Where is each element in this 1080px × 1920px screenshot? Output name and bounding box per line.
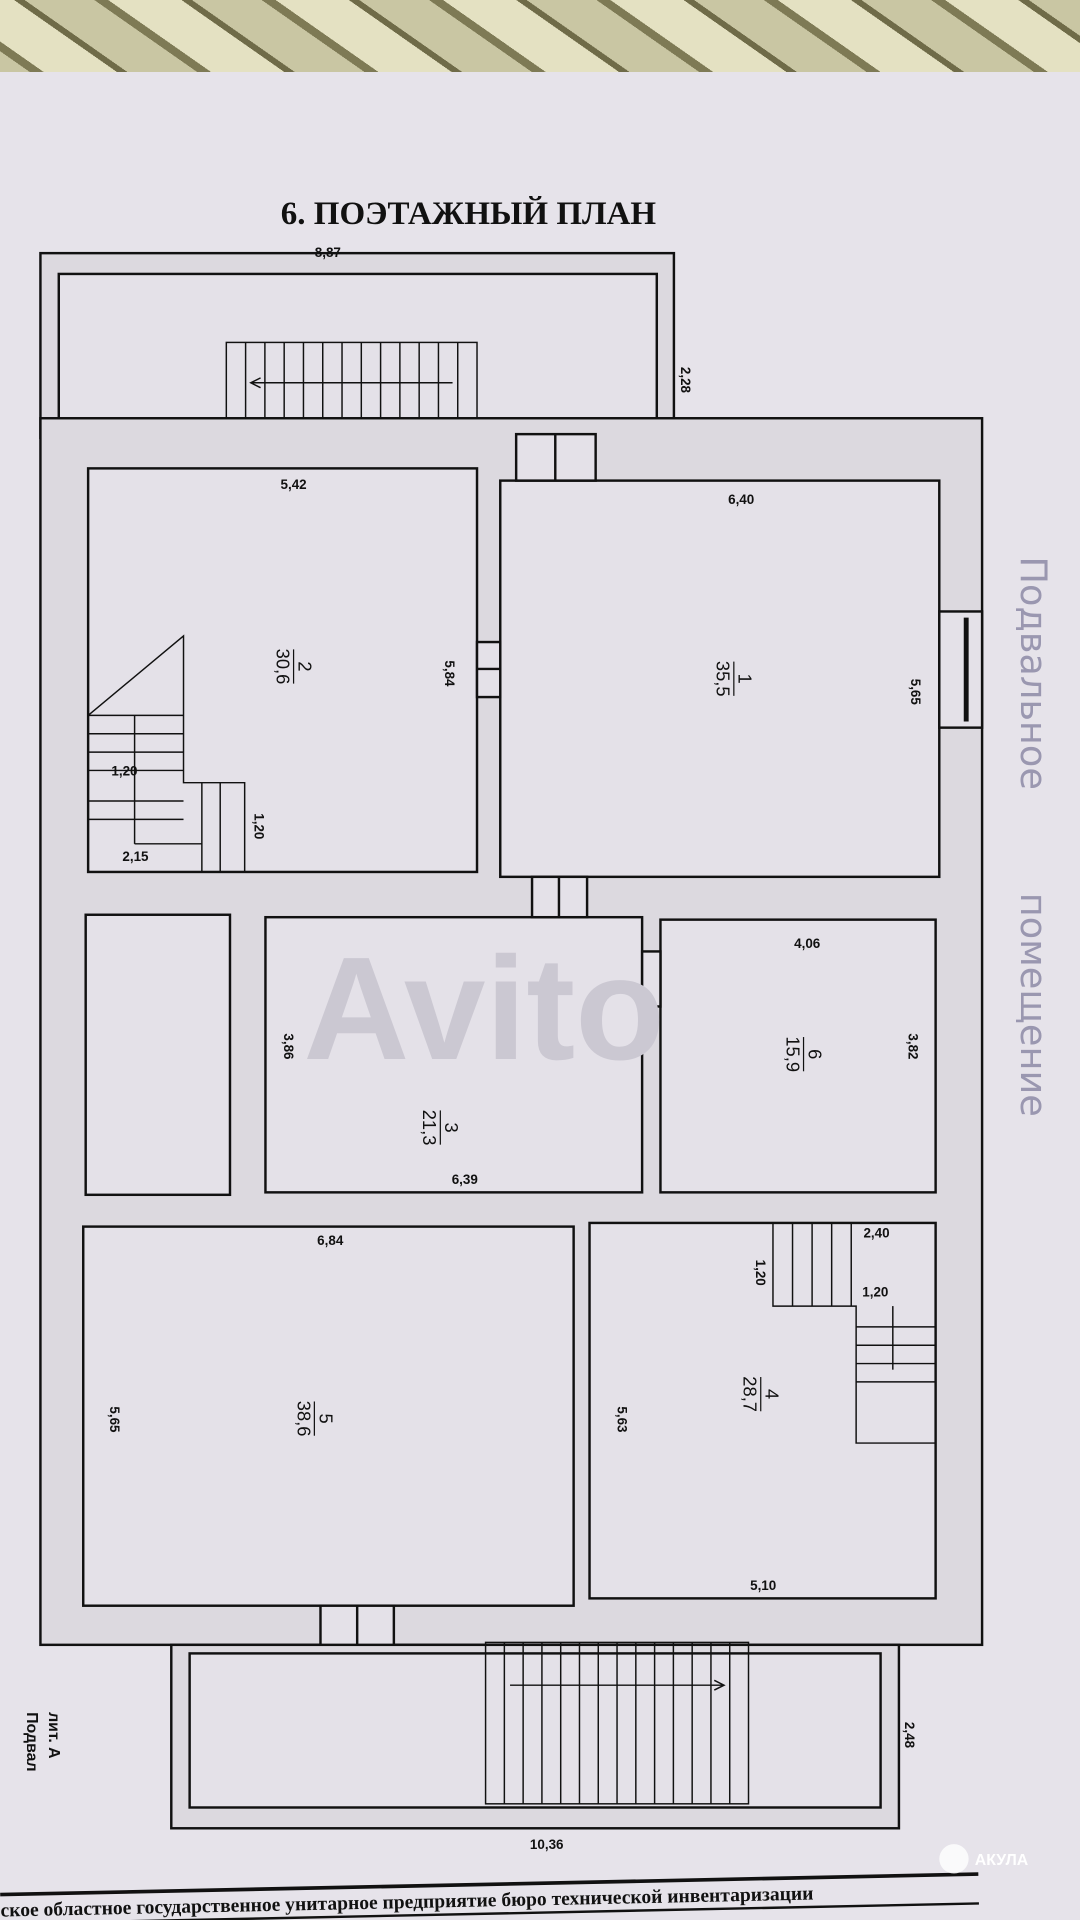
dim-label: 1,20 xyxy=(753,1260,768,1286)
dim-label: 1,20 xyxy=(111,763,137,778)
dim-label: 6,39 xyxy=(452,1172,478,1187)
watermark: Avito xyxy=(303,927,664,1091)
page-title: 6. ПОЭТАЖНЫЙ ПЛАН xyxy=(281,195,657,232)
dim-label: 2,48 xyxy=(902,1722,917,1749)
lower-stairs xyxy=(484,1641,750,1805)
dim-label: 3,82 xyxy=(906,1033,921,1059)
dim-label: 5,65 xyxy=(107,1406,122,1433)
room-6 xyxy=(659,918,937,1194)
dim-label: 5,63 xyxy=(615,1406,630,1432)
dim-label: 8,87 xyxy=(315,245,341,260)
room-area: 30,6 xyxy=(272,649,293,685)
room-2 xyxy=(86,467,479,874)
room-area: 21,3 xyxy=(419,1110,440,1146)
lower-porch-inner xyxy=(188,1652,882,1809)
dim-label: 6,40 xyxy=(728,492,754,507)
stairs-room-2 xyxy=(87,634,246,872)
room-area: 28,7 xyxy=(740,1376,761,1412)
level-label: лит. А Подвал xyxy=(23,1712,62,1771)
level-floor: Подвал xyxy=(23,1712,40,1771)
upper-stairs xyxy=(225,341,478,432)
room-number: 2 xyxy=(294,661,315,671)
dim-label: 2,15 xyxy=(122,849,149,864)
arrow-head-icon xyxy=(249,377,261,389)
room-area: 35,5 xyxy=(713,661,734,697)
handwritten-line: помещение xyxy=(1012,893,1055,1117)
room-number: 3 xyxy=(441,1122,462,1132)
room-4 xyxy=(588,1221,937,1600)
dim-label: 5,65 xyxy=(908,679,923,706)
dim-label: 2,28 xyxy=(678,367,693,394)
dim-label: 5,10 xyxy=(750,1578,776,1593)
logo-text: АКУЛА xyxy=(975,1852,1029,1869)
room-area: 38,6 xyxy=(293,1401,314,1437)
dim-label: 1,20 xyxy=(251,813,266,839)
dim-label: 2,40 xyxy=(863,1226,889,1241)
handwritten-line: Подвальное xyxy=(1012,556,1055,789)
room-small xyxy=(84,913,232,1197)
dim-label: 3,86 xyxy=(281,1033,296,1059)
dim-label: 4,06 xyxy=(794,936,820,951)
room-3 xyxy=(264,915,644,1194)
room-number: 1 xyxy=(735,674,756,684)
dim-label: 1,20 xyxy=(862,1284,888,1299)
dim-label: 6,84 xyxy=(317,1233,344,1248)
arrow-head-icon xyxy=(713,1679,726,1691)
dim-label: 10,36 xyxy=(530,1837,564,1852)
room-number: 6 xyxy=(804,1049,825,1059)
akula-logo: АКУЛА xyxy=(939,1844,1029,1874)
upper-porch-inner xyxy=(57,272,659,424)
room-number: 4 xyxy=(762,1389,783,1399)
level-letter: лит. А xyxy=(45,1712,62,1759)
room-labels: 135,5 230,6 321,3 428,7 538,6 615,9 xyxy=(272,649,825,1437)
room-area: 15,9 xyxy=(782,1036,803,1072)
dimension-labels: 5,42 5,84 6,40 5,65 1,20 2,15 1,20 3,86 … xyxy=(107,477,923,1852)
room-5 xyxy=(82,1225,575,1607)
stairs-room-4 xyxy=(772,1222,936,1444)
dim-label: 5,42 xyxy=(281,477,307,492)
room-number: 5 xyxy=(315,1413,336,1423)
footer: ское областное государственное унитарное… xyxy=(0,1872,979,1920)
dim-label: 5,84 xyxy=(442,660,457,687)
handwritten-note: Подвальное помещение xyxy=(1012,556,1055,1116)
shark-icon xyxy=(939,1844,969,1874)
doors xyxy=(319,432,984,1650)
